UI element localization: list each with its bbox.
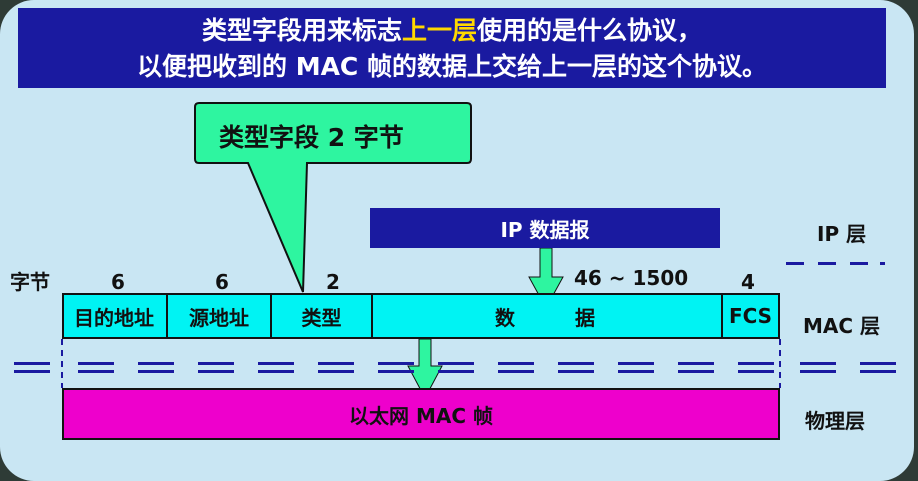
divider-dash [14,370,50,373]
callout-text: 类型字段 2 字节 [219,123,404,152]
field-data-char-2: 据 [575,305,595,330]
ip-layer-divider-2 [818,262,836,265]
divider-dash [378,362,414,365]
divider-dash [678,370,714,373]
divider-dash [198,362,234,365]
layer-mac-label: MAC 层 [803,314,881,338]
divider-dash [78,370,114,373]
ethernet-mac-frame-box: 以太网 MAC 帧 [62,388,780,440]
ip-layer-divider-3 [850,262,868,265]
ip-layer-divider-1 [786,262,804,265]
field-type: 类型 [270,294,371,338]
divider-dash [558,370,594,373]
byte-size-fcs: 4 [741,270,755,294]
field-data-char-1: 数 [495,305,515,330]
divider-dash [378,370,414,373]
divider-dash [318,362,354,365]
divider-dash [860,362,896,365]
divider-dash [558,362,594,365]
field-data: 数据 [371,294,721,338]
divider-dash [738,370,774,373]
byte-row-label: 字节 [10,270,50,294]
ip-datagram-box: IP 数据报 [370,208,720,248]
field-src-address: 源地址 [166,294,270,338]
banner-line-1-after: 使用的是什么协议， [477,16,703,45]
byte-size-data: 46 ~ 1500 [574,266,689,290]
layer-physical-label: 物理层 [805,409,865,433]
divider-dash [498,362,534,365]
divider-dash [138,370,174,373]
field-dest-address: 目的地址 [74,305,154,330]
type-field-callout [194,102,472,293]
divider-dash [678,362,714,365]
banner-line-1-before: 类型字段用来标志 [201,16,402,45]
divider-dash [78,362,114,365]
divider-dash [258,362,294,365]
divider-dash [198,370,234,373]
mac-frame [62,293,780,339]
layer-ip-label: IP 层 [817,222,867,246]
divider-dash [800,370,836,373]
divider-dash [860,370,896,373]
divider-dash [618,370,654,373]
ip-layer-divider-4 [880,262,885,265]
banner-line-2: 以便把收到的 MAC 帧的数据上交给上一层的这个协议。 [137,52,767,81]
divider-dash [800,362,836,365]
ip-to-frame-arrow [528,247,564,310]
divider-dash [618,362,654,365]
divider-dash [438,362,474,365]
divider-dash [498,370,534,373]
divider-dash [438,370,474,373]
divider-dash [318,370,354,373]
byte-size-src: 6 [215,270,229,294]
field-fcs: FCS [721,294,778,338]
banner-highlight: 上一层 [401,16,477,45]
frame-to-ethernet-arrow [407,338,443,400]
divider-dash [14,362,50,365]
divider-dash [258,370,294,373]
divider-dash [138,362,174,365]
divider-dash [738,362,774,365]
byte-size-dest: 6 [111,270,125,294]
byte-size-type: 2 [326,270,340,294]
banner-line-1: 类型字段用来标志上一层使用的是什么协议， [18,14,886,48]
title-banner: 类型字段用来标志上一层使用的是什么协议， 以便把收到的 MAC 帧的数据上交给上… [18,8,886,88]
